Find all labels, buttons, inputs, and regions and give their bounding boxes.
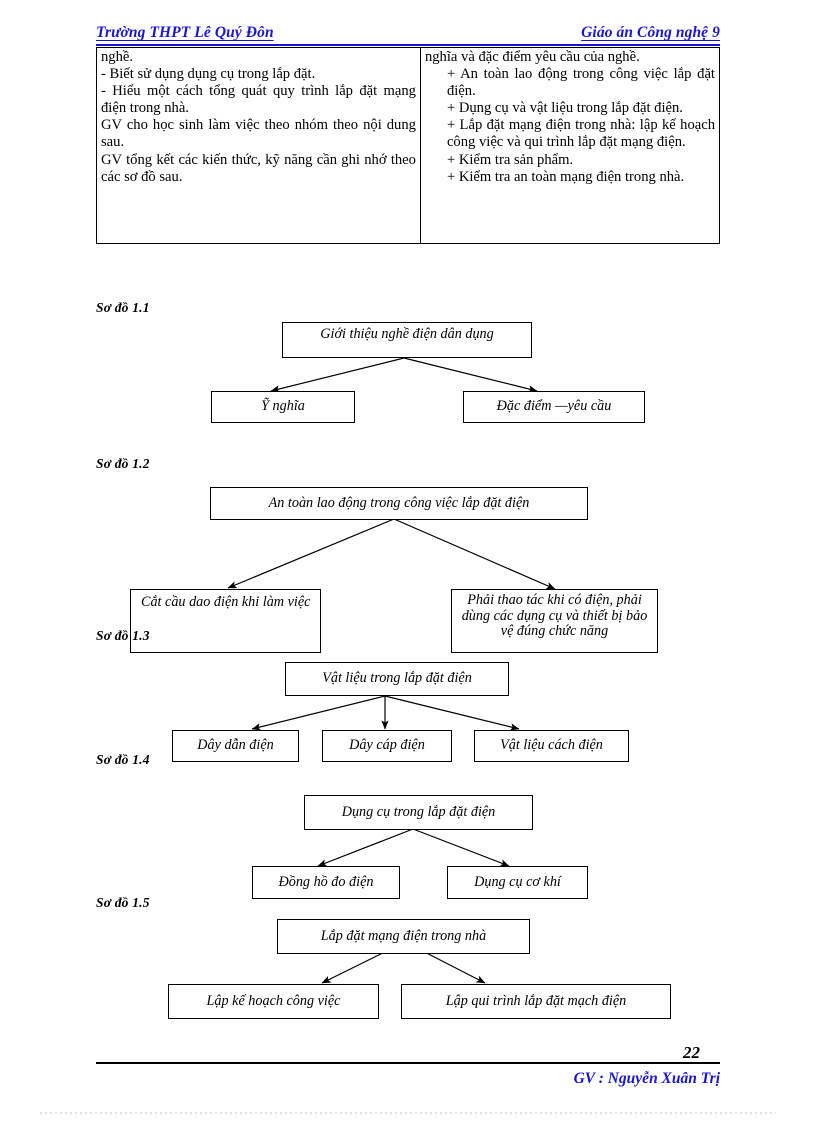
table-cell-teacher-activity: nghề. - Biết sử dụng dụng cụ trong lắp đ… xyxy=(97,48,421,243)
node-text: Lập kế hoạch công việc xyxy=(206,992,341,1009)
diagram-node-root-1-3: Vật liệu trong lắp đặt điện xyxy=(285,662,509,696)
node-text: Lắp đặt mạng điện trong nhà xyxy=(320,927,487,944)
diagram-label-1-4: Sơ đồ 1.4 xyxy=(96,752,150,767)
connector-group-1-3 xyxy=(251,695,520,731)
table-line: + An toàn lao động trong công việc lắp đ… xyxy=(446,66,715,100)
node-text: Đặc điểm —yêu cầu xyxy=(496,398,612,415)
diagram-node-child-1-4-1: Dụng cụ cơ khí xyxy=(447,866,588,899)
node-text: Dây cáp điện xyxy=(349,737,425,754)
table-line: - Hiểu một cách tổng quát quy trình lắp … xyxy=(101,83,416,117)
table-line: + Kiểm tra an toàn mạng điện trong nhà. xyxy=(446,168,685,185)
node-text: Cắt cầu dao điện khi làm việc xyxy=(141,594,311,610)
page-number: 22 xyxy=(683,1043,700,1062)
diagram-label-1-3: Sơ đồ 1.3 xyxy=(96,628,150,643)
diagram-node-root-1-1: Giới thiệu nghề điện dân dụng xyxy=(282,322,532,358)
diagram-node-root-1-4: Dụng cụ trong lắp đặt điện xyxy=(304,795,533,830)
scan-artifact-line xyxy=(40,1112,776,1114)
table-line: + Dụng cụ và vật liệu trong lắp đặt điện… xyxy=(446,100,683,117)
diagram-node-child-1-2-1: Phải thao tác khi có điện, phải dùng các… xyxy=(451,589,658,653)
diagram-node-child-1-1-1: Đặc điểm —yêu cầu xyxy=(463,391,645,423)
table-cell-student-activity: nghĩa và đặc điểm yêu cầu của nghề. + An… xyxy=(421,48,719,243)
node-text: Lập qui trình lắp đặt mạch điện xyxy=(445,992,627,1009)
diagram-node-child-1-5-1: Lập qui trình lắp đặt mạch điện xyxy=(401,984,671,1019)
header-document-title: Giáo án Công nghệ 9 xyxy=(581,24,720,41)
node-text: Dây dẫn điện xyxy=(197,737,274,754)
table-line: nghề. xyxy=(101,49,134,65)
diagram-node-root-1-5: Lắp đặt mạng điện trong nhà xyxy=(277,919,530,954)
diagram-label-1-2: Sơ đồ 1.2 xyxy=(96,456,150,471)
connector-group-1-2 xyxy=(227,518,556,590)
diagram-node-child-1-5-0: Lập kế hoạch công việc xyxy=(168,984,379,1019)
node-text: Đồng hồ đo điện xyxy=(278,873,374,890)
table-line: GV cho học sinh làm việc theo nhóm theo … xyxy=(101,117,416,151)
diagram-node-child-1-4-0: Đồng hồ đo điện xyxy=(252,866,400,899)
diagram-label-1-1: Sơ đồ 1.1 xyxy=(96,300,150,315)
table-line: GV tổng kết các kiến thức, kỹ năng cần g… xyxy=(101,151,416,185)
table-line: + Lắp đặt mạng điện trong nhà: lập kế ho… xyxy=(446,117,715,151)
lesson-plan-table: nghề. - Biết sử dụng dụng cụ trong lắp đ… xyxy=(96,47,720,244)
node-text: Giới thiệu nghề điện dân dụng xyxy=(320,326,494,342)
connector-group-1-1 xyxy=(270,357,538,393)
diagram-node-child-1-3-2: Vật liệu cách điện xyxy=(474,730,629,762)
node-text: Vật liệu cách điện xyxy=(500,737,603,754)
table-line: + Kiểm tra sản phẩm. xyxy=(446,151,574,168)
node-text: Ỹ nghĩa xyxy=(261,398,305,415)
diagram-node-child-1-1-0: Ỹ nghĩa xyxy=(211,391,355,423)
footer-teacher-name: GV : Nguyễn Xuân Trị xyxy=(573,1070,720,1087)
diagram-node-child-1-3-1: Dây cáp điện xyxy=(322,730,452,762)
node-text: Dụng cụ trong lắp đặt điện xyxy=(341,803,496,820)
node-text: Vật liệu trong lắp đặt điện xyxy=(322,670,472,687)
diagram-node-child-1-3-0: Dây dẫn điện xyxy=(172,730,299,762)
table-line: - Biết sử dụng dụng cụ trong lắp đặt. xyxy=(101,66,316,83)
table-line: nghĩa và đặc điểm yêu cầu của nghề. xyxy=(424,49,640,65)
node-text: Dụng cụ cơ khí xyxy=(474,873,561,890)
node-text: Phải thao tác khi có điện, phải dùng các… xyxy=(461,592,648,640)
node-text: An toàn lao động trong công việc lắp đặt… xyxy=(268,494,530,511)
header-divider-rule xyxy=(96,44,720,46)
header-school-name: Trường THPT Lê Quý Đôn xyxy=(96,24,274,41)
page-header: Trường THPT Lê Quý Đôn Giáo án Công nghệ… xyxy=(96,24,720,42)
footer-divider-rule xyxy=(96,1062,720,1064)
diagram-label-1-5: Sơ đồ 1.5 xyxy=(96,895,150,910)
diagram-node-root-1-2: An toàn lao động trong công việc lắp đặt… xyxy=(210,487,588,520)
diagram-node-child-1-2-0: Cắt cầu dao điện khi làm việc xyxy=(130,589,321,653)
connector-group-1-4 xyxy=(317,828,510,867)
